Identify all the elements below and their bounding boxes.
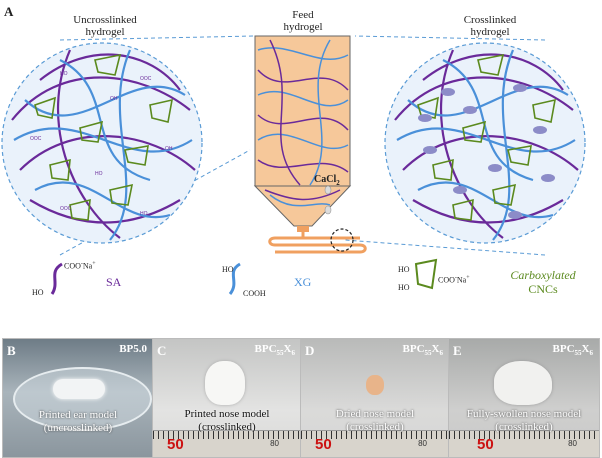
xg-glyph bbox=[228, 262, 241, 295]
uncrosslinked-sphere: HO OOC OOC OH HO HO OOC OH bbox=[1, 42, 203, 244]
svg-text:HO: HO bbox=[140, 211, 148, 217]
feed-title: Feed hydrogel bbox=[258, 9, 348, 33]
cacl2-subscript: 2 bbox=[336, 179, 340, 187]
cnc-name-line1: Carboxylated bbox=[510, 268, 576, 282]
panel-e: E BPC55X6 50 80 Fully-swollen nose model… bbox=[448, 338, 600, 458]
panel-c: C BPC55X6 50 80 Printed nose model (cros… bbox=[152, 338, 302, 458]
crosslinked-title: Crosslinked hydrogel bbox=[440, 14, 540, 38]
panel-b-tag: B bbox=[7, 343, 16, 358]
legend-glyphs bbox=[50, 258, 438, 295]
cnc-glyph bbox=[414, 258, 438, 290]
panel-d: D BPC55X6 50 80 Dried nose model (crossl… bbox=[300, 338, 450, 458]
sa-top-group: COO-Na+ bbox=[64, 261, 96, 271]
crosslinked-title-line2: hydrogel bbox=[470, 26, 510, 38]
cnc-right-group: COO-Na+ bbox=[438, 275, 470, 285]
cacl2-text: CaCl bbox=[314, 174, 337, 185]
panel-b-sample: BP5.0 bbox=[119, 343, 147, 355]
xg-name: XG bbox=[294, 275, 312, 289]
panel-d-sample: BPC55X6 bbox=[402, 343, 443, 358]
sa-bottom-group: HO bbox=[32, 288, 44, 297]
ruler-number-80: 80 bbox=[270, 439, 279, 448]
crosslinked-title-line1: Crosslinked bbox=[463, 14, 517, 26]
sa-glyph bbox=[50, 262, 63, 295]
ruler: 50 80 bbox=[449, 430, 599, 457]
ruler-number-80: 80 bbox=[418, 439, 427, 448]
ear-model bbox=[53, 379, 105, 399]
sa-name: SA bbox=[106, 275, 122, 289]
printed-nose bbox=[205, 361, 245, 405]
svg-text:HO: HO bbox=[95, 171, 103, 177]
feed-title-line2: hydrogel bbox=[283, 21, 323, 33]
cacl2-label: CaCl2 bbox=[314, 174, 340, 189]
cnc-bottom-group: HO bbox=[398, 283, 410, 292]
panel-d-caption: Dried nose model (crosslinked) bbox=[335, 408, 415, 433]
cnc-top-group: HO bbox=[398, 265, 410, 274]
svg-text:HO: HO bbox=[60, 71, 68, 77]
svg-text:OOC: OOC bbox=[60, 206, 72, 212]
panel-c-sample: BPC55X6 bbox=[254, 343, 295, 358]
ruler-number-50: 50 bbox=[167, 436, 184, 453]
uncrosslinked-title-line1: Uncrosslinked bbox=[73, 14, 137, 26]
panel-b: B BP5.0 Printed ear model (uncrosslinked… bbox=[2, 338, 154, 458]
feed-title-line1: Feed bbox=[292, 9, 314, 21]
crosslinked-sphere bbox=[384, 42, 586, 244]
xg-bottom-group: COOH bbox=[243, 289, 266, 298]
cnc-name: Carboxylated CNCs bbox=[488, 268, 598, 296]
svg-text:OOC: OOC bbox=[140, 76, 152, 82]
cnc-name-line2: CNCs bbox=[528, 282, 558, 296]
ruler: 50 80 bbox=[153, 430, 301, 457]
panel-e-tag: E bbox=[453, 343, 462, 358]
svg-text:OH: OH bbox=[165, 146, 173, 152]
panel-c-caption: Printed nose model (crosslinked) bbox=[184, 408, 270, 433]
xg-top-group: HO bbox=[222, 265, 234, 274]
panel-e-caption: Fully-swollen nose model (crosslinked) bbox=[466, 408, 582, 433]
panel-c-tag: C bbox=[157, 343, 167, 358]
ruler-number-50: 50 bbox=[315, 436, 332, 453]
svg-text:OOC: OOC bbox=[30, 136, 42, 142]
panel-e-sample: BPC55X6 bbox=[552, 343, 593, 358]
dried-nose bbox=[366, 375, 384, 395]
svg-text:OH: OH bbox=[110, 96, 118, 102]
ruler-number-50: 50 bbox=[477, 436, 494, 453]
panel-d-tag: D bbox=[305, 343, 315, 358]
ruler: 50 80 bbox=[301, 430, 449, 457]
hydrogel-schematic: HO OOC OOC OH HO HO OOC OH bbox=[1, 35, 586, 256]
ruler-number-80: 80 bbox=[568, 439, 577, 448]
panel-b-caption: Printed ear model (uncrosslinked) bbox=[38, 409, 118, 434]
panel-a-label: A bbox=[4, 4, 14, 19]
nozzle bbox=[253, 35, 367, 254]
petri-dish bbox=[13, 367, 152, 431]
uncrosslinked-title-line2: hydrogel bbox=[85, 26, 125, 38]
swollen-nose bbox=[494, 361, 552, 405]
uncrosslinked-title: Uncrosslinked hydrogel bbox=[50, 14, 160, 38]
